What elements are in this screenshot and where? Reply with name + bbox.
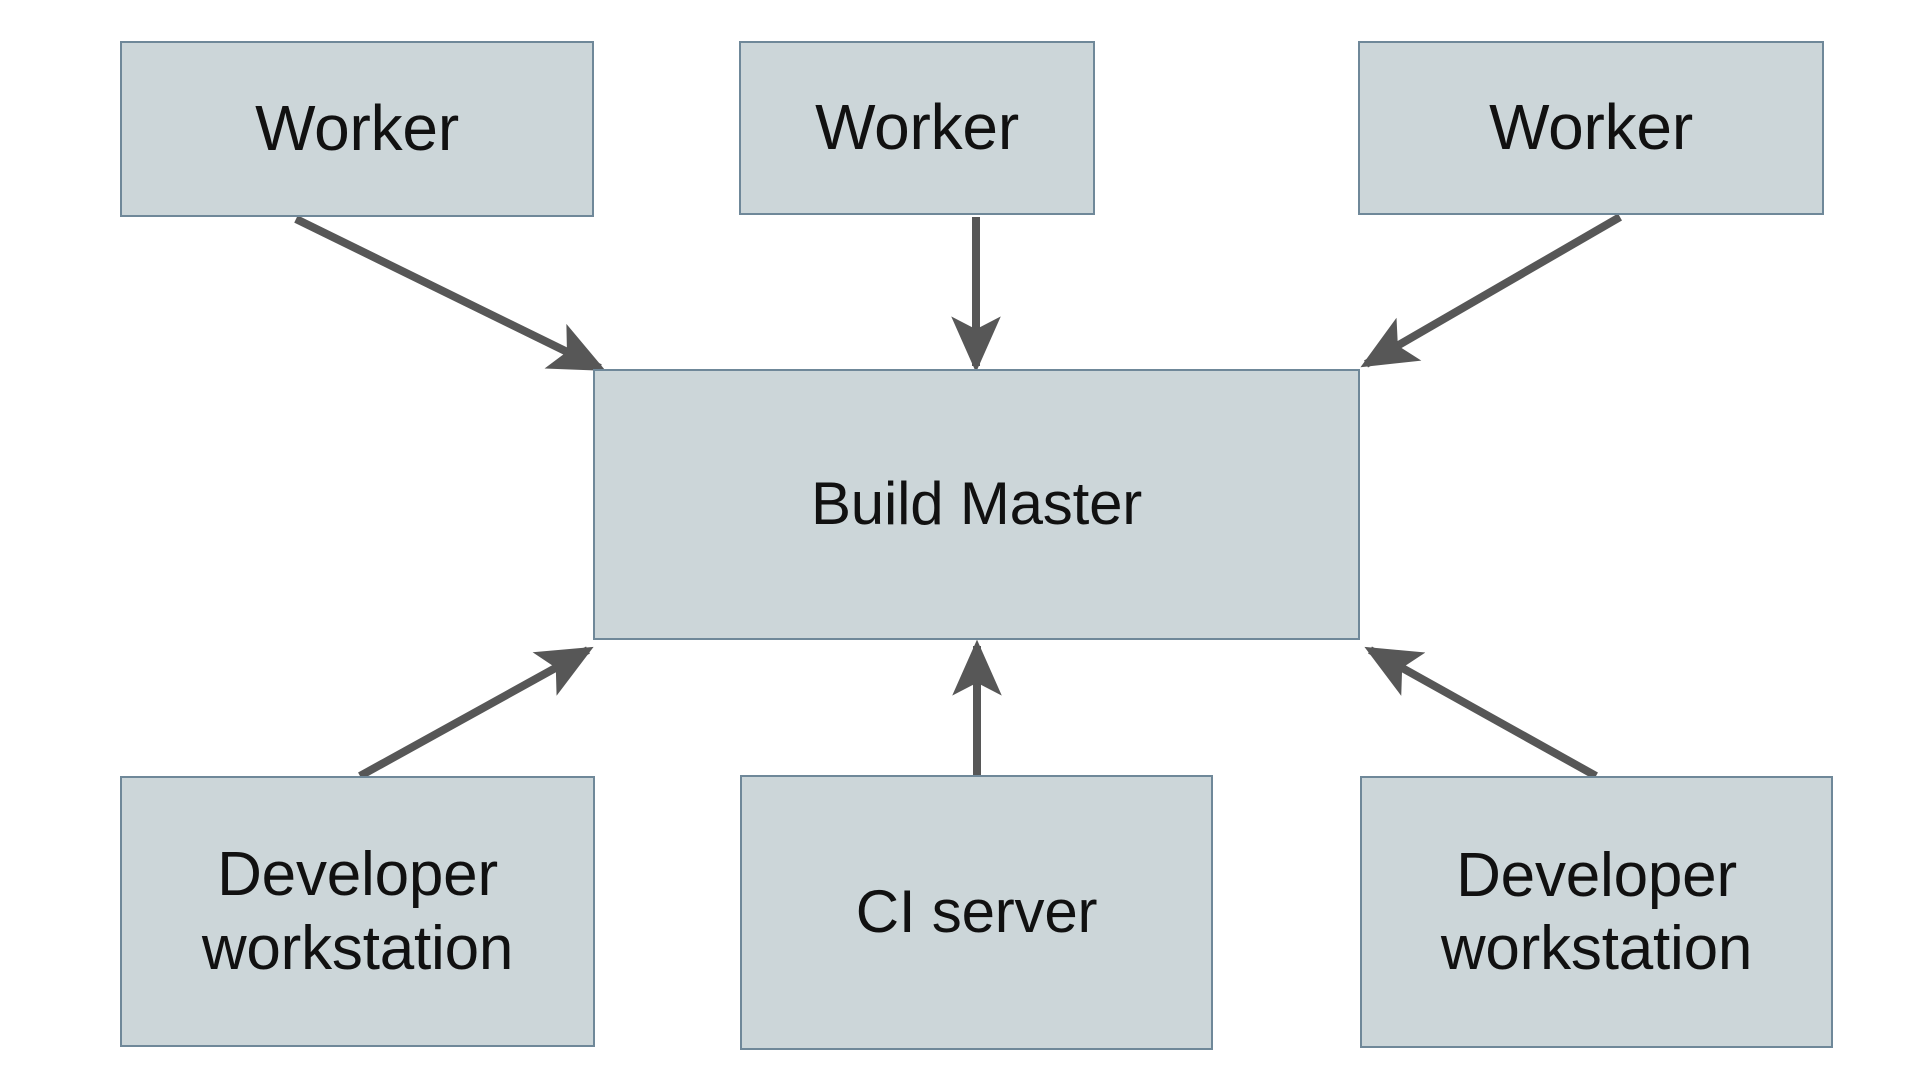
- edge-dev-left-to-build-master: [358, 646, 594, 780]
- node-worker-right-label: Worker: [1489, 91, 1693, 164]
- node-developer-workstation-left[interactable]: Developer workstation: [120, 776, 595, 1047]
- edge-dev-right-to-build-master: [1364, 646, 1598, 780]
- node-ci-server-label: CI server: [855, 878, 1098, 946]
- node-worker-right[interactable]: Worker: [1358, 41, 1824, 215]
- node-build-master[interactable]: Build Master: [593, 369, 1360, 640]
- edge-worker-right-to-build-master: [1360, 213, 1623, 368]
- node-developer-workstation-right[interactable]: Developer workstation: [1360, 776, 1833, 1048]
- node-developer-workstation-left-label: Developer workstation: [201, 840, 514, 983]
- node-worker-middle-label: Worker: [815, 91, 1019, 164]
- node-ci-server[interactable]: CI server: [740, 775, 1213, 1050]
- node-worker-left[interactable]: Worker: [120, 41, 594, 217]
- node-worker-middle[interactable]: Worker: [739, 41, 1095, 215]
- node-build-master-label: Build Master: [810, 470, 1143, 538]
- edge-worker-left-to-build-master: [294, 215, 606, 372]
- node-developer-workstation-right-label: Developer workstation: [1440, 840, 1753, 983]
- node-worker-left-label: Worker: [255, 92, 459, 165]
